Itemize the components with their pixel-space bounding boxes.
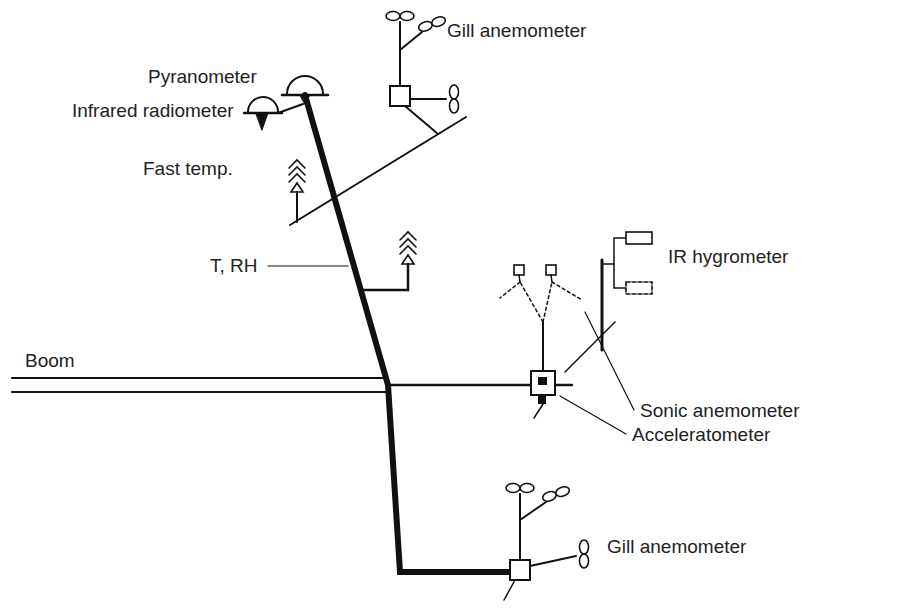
infrared-radiometer-dome (244, 97, 303, 130)
gill-anemometer-lower (520, 502, 546, 520)
mast-illustration (12, 12, 652, 601)
gill-anemometer-upper (400, 32, 422, 50)
infrared-radiometer-dome (278, 104, 303, 113)
part-label: IR hygrometer (668, 246, 788, 268)
gill-anemometer-lower (504, 484, 589, 601)
t-rh-sensor (364, 232, 416, 290)
ir-hygrometer (565, 232, 652, 372)
gill-anemometer-upper (417, 15, 446, 33)
sonic-anemometer (551, 275, 552, 282)
sonic-anemometer (534, 404, 543, 418)
part-label: Infrared radiometer (72, 100, 234, 122)
sonic-anemometer (546, 265, 556, 275)
pyranometer-dome (300, 95, 310, 104)
ir-hygrometer (626, 282, 652, 294)
fast-temp-sensor (289, 160, 305, 192)
sonic-anemometer (542, 322, 544, 371)
gill-anemometer-upper (386, 12, 414, 21)
gill-anemometer-lower (530, 556, 576, 566)
t-rh-sensor (364, 264, 408, 290)
part-label: Pyranometer (148, 66, 257, 88)
mast (305, 95, 512, 572)
leader-line (560, 396, 626, 434)
gill-anemometer-upper (410, 98, 446, 100)
gill-anemometer-lower (506, 484, 534, 493)
sonic-anemometer (531, 371, 555, 395)
gill-anemometer-lower (541, 485, 570, 503)
part-label: Fast temp. (143, 158, 233, 180)
sonic-anemometer (500, 282, 520, 298)
gill-anemometer-lower (504, 580, 515, 600)
ir-hygrometer (614, 264, 626, 288)
leader-line (268, 265, 348, 266)
gill-anemometer-lower (580, 540, 589, 568)
boom (12, 377, 388, 379)
sonic-anemometer (543, 282, 552, 322)
upper-arm (290, 117, 466, 225)
fast-temp-sensor (289, 160, 305, 222)
sonic-anemometer (520, 282, 543, 322)
part-label: Boom (25, 350, 75, 372)
part-label: Sonic anemometer (640, 400, 799, 422)
infrared-radiometer-dome (248, 97, 278, 112)
sonic-anemometer (538, 377, 547, 385)
part-label: T, RH (210, 255, 258, 277)
sonic-anemometer (500, 282, 582, 322)
gill-anemometer-upper (390, 86, 410, 106)
t-rh-sensor (400, 232, 416, 264)
sonic-anemometer (514, 265, 524, 275)
gill-anemometer-lower (510, 560, 530, 580)
sonic-anemometer (552, 282, 582, 300)
gill-anemometer-upper (450, 85, 459, 113)
ir-hygrometer (626, 232, 652, 244)
ir-hygrometer (602, 238, 626, 264)
gill-anemometer-lower (519, 494, 521, 560)
sonic-anemometer (519, 275, 520, 282)
pyranometer-dome (287, 76, 323, 94)
part-label: Gill anemometer (447, 20, 586, 42)
leader-line (585, 312, 634, 410)
infrared-radiometer-dome (256, 113, 268, 130)
gill-anemometer-upper (399, 22, 401, 86)
boom (12, 391, 388, 393)
part-label: Acceleratometer (632, 424, 770, 446)
part-label: Gill anemometer (607, 536, 746, 558)
gill-anemometer-upper (405, 106, 438, 134)
pyranometer-dome (282, 76, 328, 104)
ir-hygrometer (565, 322, 615, 372)
sonic-anemometer (538, 395, 546, 404)
sonic-anemometer (500, 265, 582, 418)
fast-temp-sensor (296, 192, 298, 222)
boom (12, 378, 572, 392)
